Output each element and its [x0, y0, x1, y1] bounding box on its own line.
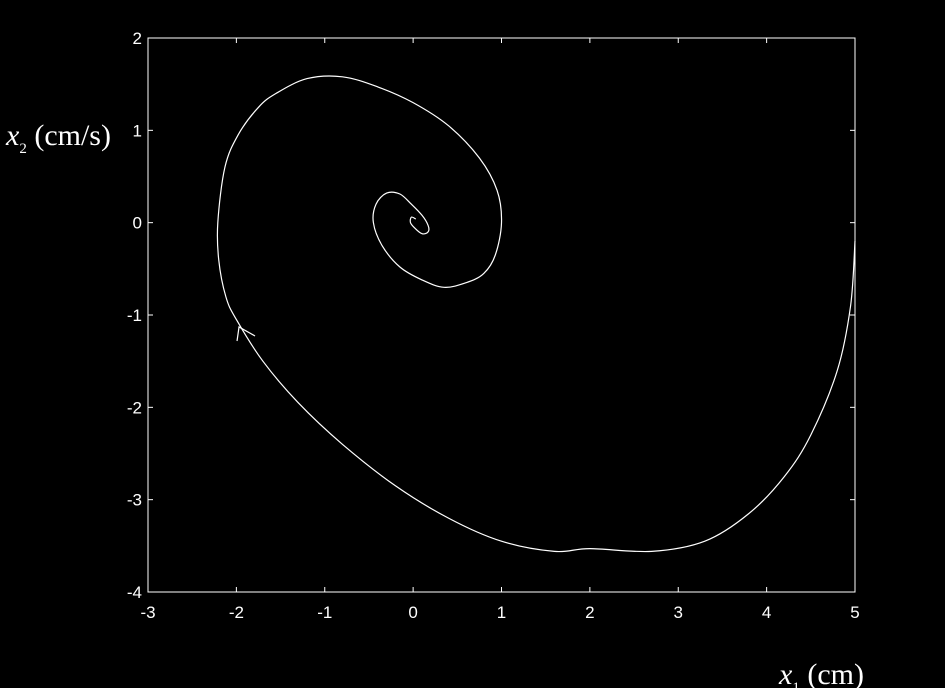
y-tick-label: 2 [133, 29, 142, 48]
x-tick-label: 1 [497, 603, 506, 622]
y-axis-label-subscript: 2 [19, 141, 27, 157]
x-tick-label: 5 [850, 603, 859, 622]
y-axis-label: x2 (cm/s) [5, 119, 111, 157]
y-axis-label-unit: (cm/s) [27, 119, 111, 152]
direction-arrow [236, 326, 256, 342]
y-tick-label: -1 [127, 306, 142, 325]
x-tick-label: -3 [140, 603, 155, 622]
x-axis-label-unit: (cm) [800, 658, 864, 688]
y-tick-label: -3 [127, 491, 142, 510]
x-tick-label: 3 [674, 603, 683, 622]
y-tick-label: 1 [133, 121, 142, 140]
y-tick-label: -2 [127, 398, 142, 417]
x-axis-label: x1 (cm) [778, 658, 864, 688]
x-axis-label-symbol: x [778, 658, 793, 688]
x-tick-label: -2 [229, 603, 244, 622]
y-tick-label: -4 [127, 583, 142, 602]
x-tick-label: -1 [317, 603, 332, 622]
ticks [147, 37, 856, 593]
trajectory-line [216, 75, 856, 553]
x-tick-label: 0 [408, 603, 417, 622]
x-axis-label-subscript: 1 [792, 680, 800, 688]
y-axis-label-symbol: x [5, 119, 20, 152]
x-tick-label: 4 [762, 603, 771, 622]
x-tick-label: 2 [585, 603, 594, 622]
y-tick-label: 0 [133, 214, 142, 233]
